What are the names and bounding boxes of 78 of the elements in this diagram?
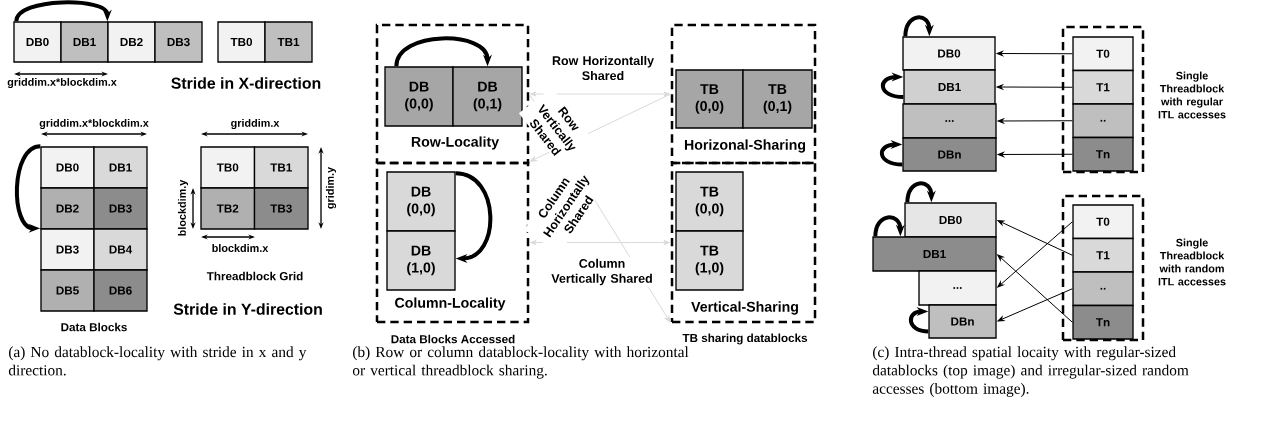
data-block: DB4 bbox=[93, 228, 148, 271]
data-block: DB2 bbox=[107, 21, 156, 63]
curved-arrow bbox=[903, 15, 934, 37]
dimension-label: griddim.x bbox=[231, 118, 280, 130]
thread-cell: Tn bbox=[1072, 304, 1134, 340]
heading: Stride in Y-direction bbox=[173, 303, 322, 315]
caption-label: Data Blocks Accessed bbox=[391, 334, 515, 344]
data-block: DB5 bbox=[40, 269, 95, 312]
arrow bbox=[997, 288, 1073, 322]
thread-cell: Tn bbox=[1072, 136, 1134, 172]
data-block: ... bbox=[918, 270, 997, 306]
thread-cell: T1 bbox=[1072, 69, 1134, 105]
threadblock: TB3 bbox=[253, 187, 309, 230]
figure-caption: (a) No datablock-locality with stride in x and y direction. bbox=[8, 346, 307, 376]
figure-caption: (c) Intra-thread spatial locaity with regular-sized datablocks (top image) and irregular-sized random accesses (bottom image). bbox=[872, 346, 1189, 397]
curved-arrow bbox=[394, 36, 492, 67]
data-block: ... bbox=[902, 103, 997, 139]
edge-label: Row Horizontally Shared bbox=[549, 54, 657, 82]
side-note: Single Threadblock with random ITL accesses bbox=[1158, 238, 1226, 286]
data-block: DB1 bbox=[60, 21, 109, 63]
dimension-label: griddim.x*blockdim.x bbox=[39, 118, 149, 130]
dimension-label: blockdim.y bbox=[177, 179, 189, 236]
dimension-label: blockdim.x bbox=[212, 244, 269, 252]
curved-arrow bbox=[905, 181, 936, 203]
data-block: DB (0,0) bbox=[384, 66, 454, 127]
curved-arrow bbox=[880, 140, 903, 167]
data-block: DB0 bbox=[40, 146, 95, 189]
data-block: DB1 bbox=[872, 236, 997, 272]
data-block: DB0 bbox=[904, 202, 997, 238]
side-note: Single Threadblock with regular ITL accesses bbox=[1158, 71, 1226, 119]
figure-caption: (b) Row or column datablock-locality with horizontal or vertical threadblock sharing. bbox=[352, 346, 689, 379]
data-block: DBn bbox=[902, 137, 997, 172]
data-block: DB1 bbox=[93, 146, 148, 189]
threadblock: TB1 bbox=[253, 146, 309, 189]
threadblock: TB2 bbox=[200, 187, 256, 230]
data-block: DB3 bbox=[40, 228, 95, 271]
threadblock: TB (0,0) bbox=[675, 171, 744, 232]
thread-cell: T0 bbox=[1072, 204, 1134, 240]
thread-cell: T0 bbox=[1072, 36, 1134, 72]
curved-arrow bbox=[455, 171, 493, 263]
dimension-label: griddim.x*blockdim.x bbox=[7, 77, 117, 89]
caption-label: Threadblock Grid bbox=[206, 271, 303, 281]
arrow bbox=[997, 152, 1073, 157]
threadblock: TB0 bbox=[217, 21, 266, 63]
heading: Stride in X-direction bbox=[171, 77, 321, 89]
arrow bbox=[996, 84, 1073, 90]
arrow bbox=[997, 221, 1073, 288]
threadblock: TB (0,1) bbox=[742, 69, 813, 129]
threadblock: TB (0,0) bbox=[675, 69, 744, 129]
data-block: DB3 bbox=[93, 187, 148, 230]
data-block: DB6 bbox=[93, 269, 148, 312]
data-block: DB1 bbox=[903, 69, 996, 105]
threadblock: TB (1,0) bbox=[675, 230, 744, 291]
curved-arrow bbox=[873, 215, 905, 237]
caption-label: TB sharing datablocks bbox=[682, 333, 808, 345]
data-block: DB (0,0) bbox=[386, 171, 456, 232]
caption-label: Data Blocks bbox=[61, 322, 127, 332]
thread-cell: T1 bbox=[1072, 237, 1134, 273]
data-block: DB2 bbox=[40, 187, 95, 230]
arrow bbox=[530, 91, 670, 97]
arrow bbox=[996, 51, 1073, 57]
threadblock: TB1 bbox=[264, 21, 313, 63]
dimension-label: gridim.y bbox=[325, 167, 337, 209]
data-block: DB0 bbox=[13, 21, 62, 63]
curved-arrow bbox=[14, 0, 112, 22]
edge-label: Column Vertically Shared bbox=[545, 257, 659, 287]
arrow bbox=[997, 220, 1073, 256]
threadblock: TB0 bbox=[200, 146, 256, 189]
data-block: DB (1,0) bbox=[386, 230, 456, 291]
data-block: DB (0,1) bbox=[452, 66, 523, 127]
data-block: DB3 bbox=[154, 21, 203, 63]
data-block: DB0 bbox=[902, 36, 996, 71]
data-block: DBn bbox=[928, 304, 997, 339]
thread-cell: .. bbox=[1072, 103, 1134, 139]
curved-arrow bbox=[908, 307, 929, 334]
arrow bbox=[997, 254, 1073, 323]
thread-cell: .. bbox=[1072, 271, 1134, 307]
arrow bbox=[997, 118, 1073, 124]
